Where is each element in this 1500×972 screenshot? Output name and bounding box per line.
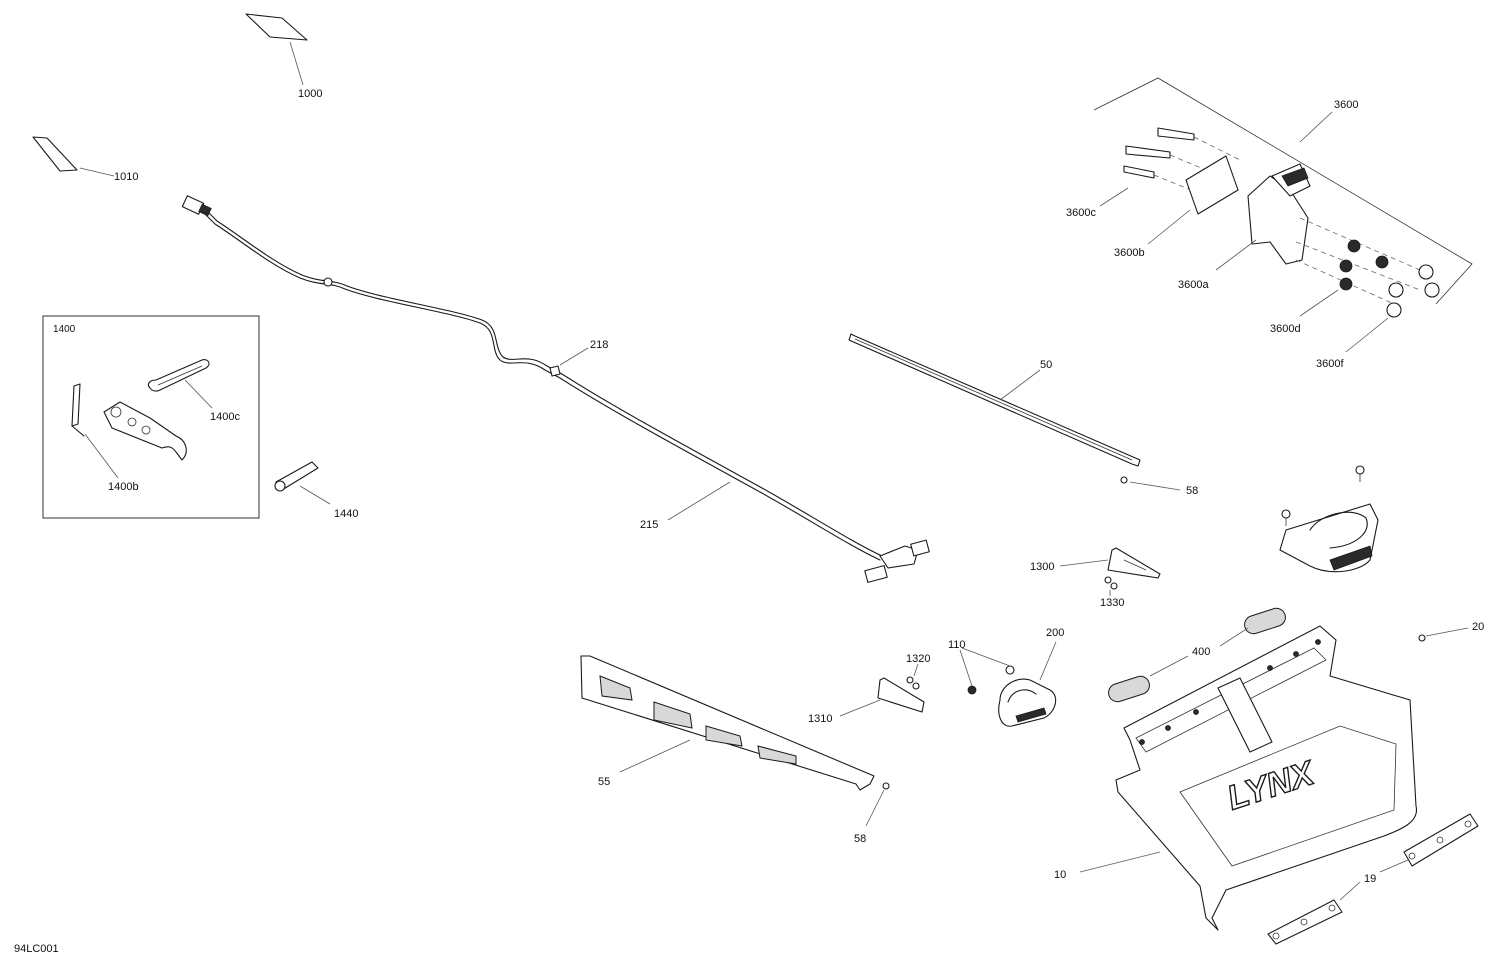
label-1010: 1010 [114, 171, 138, 183]
label-1330: 1330 [1100, 597, 1124, 609]
label-58-top: 58 [1186, 485, 1198, 497]
pads-400[interactable] [1106, 606, 1288, 704]
decal-1000[interactable] [245, 13, 308, 86]
label-3600b: 3600b [1114, 247, 1145, 259]
label-58-bottom: 58 [854, 833, 866, 845]
label-1400c: 1400c [210, 411, 240, 423]
label-3600a: 3600a [1178, 279, 1209, 291]
screw-20[interactable] [1418, 627, 1469, 642]
label-1440: 1440 [334, 508, 358, 520]
plate-1310[interactable] [839, 677, 925, 717]
pin-1440[interactable] [274, 461, 331, 505]
label-3600: 3600 [1334, 99, 1358, 111]
label-200: 200 [1046, 627, 1064, 639]
diagram-code: 94LC001 [14, 943, 59, 955]
label-10: 10 [1054, 869, 1066, 881]
wiring-harness-215[interactable] [181, 195, 930, 583]
label-20: 20 [1472, 621, 1484, 633]
label-19: 19 [1364, 873, 1376, 885]
nuts-110[interactable] [959, 647, 1015, 695]
plate-1300[interactable] [1059, 547, 1161, 579]
screw-58-top[interactable] [1120, 476, 1181, 491]
label-3600c: 3600c [1066, 207, 1096, 219]
label-55: 55 [598, 776, 610, 788]
label-50: 50 [1040, 359, 1052, 371]
flap-10[interactable]: LYNX [1079, 625, 1417, 931]
hitch-assembly-3600[interactable] [1093, 77, 1473, 353]
tool-1400c[interactable] [147, 359, 213, 409]
label-215: 215 [640, 519, 658, 531]
label-1400: 1400 [53, 324, 76, 335]
label-1310: 1310 [808, 713, 832, 725]
decal-1010[interactable] [32, 136, 115, 177]
screw-58-bottom[interactable] [865, 782, 890, 827]
rail-50[interactable] [848, 333, 1141, 467]
nuts-1330[interactable] [1104, 576, 1118, 596]
label-1320: 1320 [906, 653, 930, 665]
label-218: 218 [590, 339, 608, 351]
label-3600f: 3600f [1316, 358, 1344, 370]
label-1400b: 1400b [108, 481, 139, 493]
handle-200[interactable] [998, 641, 1057, 727]
label-3600d: 3600d [1270, 323, 1301, 335]
tool-1400b[interactable] [71, 383, 187, 479]
panel-55[interactable] [580, 655, 875, 791]
tool-kit-box-1400[interactable] [42, 315, 260, 519]
label-1300: 1300 [1030, 561, 1054, 573]
clip-218[interactable] [549, 347, 589, 377]
label-110: 110 [948, 639, 966, 651]
nuts-1320[interactable] [906, 663, 920, 690]
strips-19[interactable] [1267, 813, 1479, 945]
handle-assembly-right[interactable] [1279, 465, 1379, 573]
label-1000: 1000 [298, 88, 322, 100]
label-400: 400 [1192, 646, 1210, 658]
